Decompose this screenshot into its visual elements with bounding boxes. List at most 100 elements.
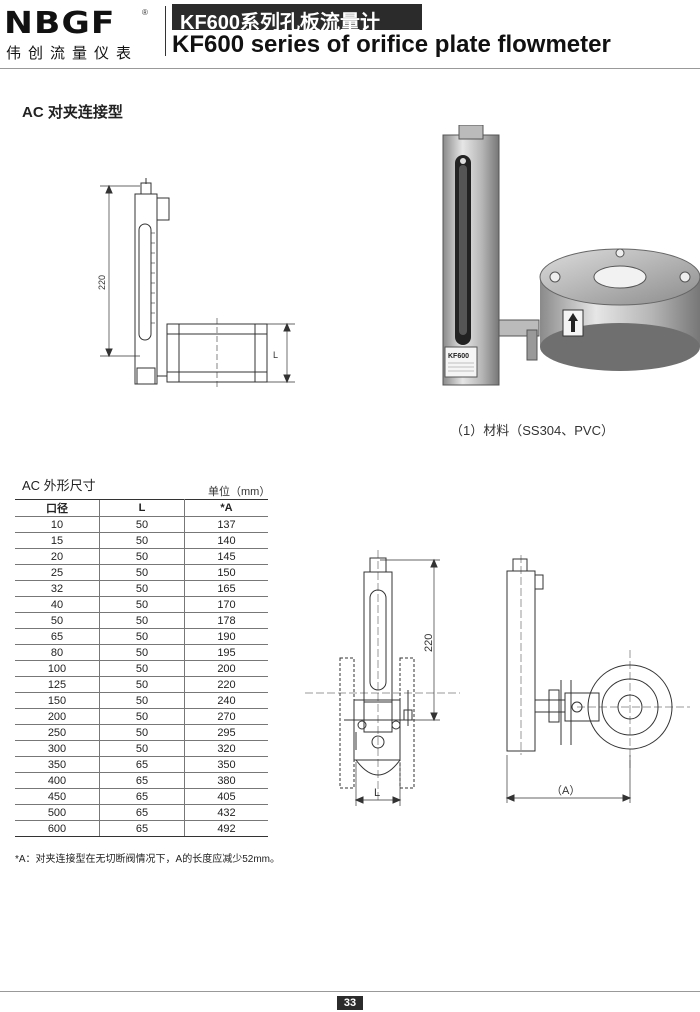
cell-l: 50	[99, 740, 185, 757]
photo-caption: （1）材料（SS304、PVC）	[450, 423, 614, 438]
dim-l-label: L	[273, 350, 278, 360]
cell-caliber: 125	[15, 676, 100, 693]
registered-mark: ®	[142, 8, 148, 17]
cell-caliber: 100	[15, 660, 100, 677]
dim-l-label-2: L	[374, 787, 380, 799]
cell-l: 50	[99, 724, 185, 741]
header-divider	[165, 6, 166, 56]
page-title-en: KF600 series of orifice plate flowmeter	[172, 31, 611, 58]
cell-caliber: 600	[15, 820, 100, 837]
cell-caliber: 250	[15, 724, 100, 741]
table-unit: 单位（mm）	[208, 486, 271, 498]
product-photo: KF600	[442, 125, 700, 386]
title-band	[172, 4, 422, 30]
cell-l: 65	[99, 804, 185, 821]
cell-a: 220	[184, 676, 268, 693]
cell-l: 50	[99, 692, 185, 709]
cell-l: 65	[99, 820, 185, 837]
cell-l: 50	[99, 516, 185, 533]
cell-a: 165	[184, 580, 268, 597]
cell-l: 50	[99, 532, 185, 549]
side-view-drawing: （A）	[505, 555, 690, 803]
logo-mark: NBGF	[4, 6, 116, 41]
cell-caliber: 150	[15, 692, 100, 709]
cell-a: 320	[184, 740, 268, 757]
cell-a: 145	[184, 548, 268, 565]
wafer-type-line-drawing: 220 L	[97, 178, 295, 388]
cell-caliber: 500	[15, 804, 100, 821]
cell-caliber: 300	[15, 740, 100, 757]
cell-a: 137	[184, 516, 268, 533]
cell-a: 492	[184, 820, 268, 837]
cell-caliber: 50	[15, 612, 100, 629]
cell-a: 195	[184, 644, 268, 661]
cell-caliber: 10	[15, 516, 100, 533]
cell-caliber: 450	[15, 788, 100, 805]
cell-a: 295	[184, 724, 268, 741]
dim-height-label: 220	[97, 275, 107, 290]
header-rule	[0, 68, 700, 69]
cell-a: 432	[184, 804, 268, 821]
header-l: L	[99, 499, 185, 517]
header-a: *A	[184, 499, 268, 517]
section-title: AC 对夹连接型	[22, 104, 123, 121]
table-title: AC 外形尺寸	[22, 478, 96, 493]
cell-a: 170	[184, 596, 268, 613]
cell-caliber: 200	[15, 708, 100, 725]
page-title-cn: KF600系列孔板流量计	[180, 12, 381, 34]
cell-l: 50	[99, 708, 185, 725]
table-header-row: 口径 L *A	[15, 499, 268, 517]
cell-caliber: 40	[15, 596, 100, 613]
dim-height-label-2: 220	[423, 634, 435, 652]
cell-a: 178	[184, 612, 268, 629]
cell-a: 150	[184, 564, 268, 581]
cell-caliber: 65	[15, 628, 100, 645]
cell-a: 405	[184, 788, 268, 805]
cell-caliber: 20	[15, 548, 100, 565]
company-name: 伟创流量仪表	[6, 45, 139, 62]
cell-a: 200	[184, 660, 268, 677]
cell-caliber: 25	[15, 564, 100, 581]
footer-rule	[0, 991, 700, 992]
cell-l: 50	[99, 660, 185, 677]
cell-l: 65	[99, 756, 185, 773]
front-view-drawing: 220 L	[305, 550, 460, 806]
page-number: 33	[337, 996, 363, 1010]
cell-caliber: 350	[15, 756, 100, 773]
cell-l: 50	[99, 596, 185, 613]
cell-l: 50	[99, 548, 185, 565]
cell-a: 270	[184, 708, 268, 725]
cell-l: 50	[99, 580, 185, 597]
dim-a-label: （A）	[551, 784, 580, 797]
cell-caliber: 32	[15, 580, 100, 597]
cell-l: 50	[99, 564, 185, 581]
cell-a: 240	[184, 692, 268, 709]
nameplate-label: KF600	[448, 353, 469, 360]
cell-caliber: 80	[15, 644, 100, 661]
cell-caliber: 400	[15, 772, 100, 789]
cell-a: 140	[184, 532, 268, 549]
brand-logo: NBGF ® 伟创流量仪表	[4, 6, 154, 62]
header-caliber: 口径	[15, 499, 100, 517]
cell-l: 50	[99, 628, 185, 645]
